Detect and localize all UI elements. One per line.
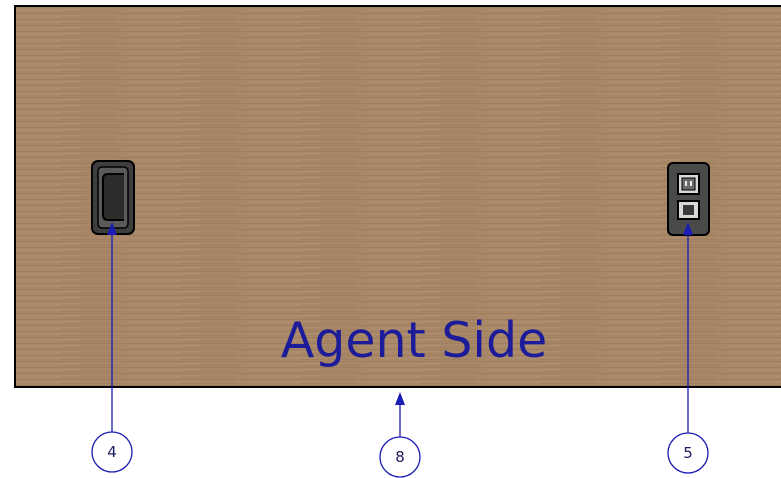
cable-grommet — [91, 160, 135, 235]
callout-4: 4 — [91, 222, 133, 473]
callout-4-number: 4 — [107, 443, 117, 461]
callout-5-number: 5 — [683, 444, 693, 462]
callout-5: 5 — [667, 222, 709, 474]
power-outlet — [667, 162, 710, 236]
panel-label: Agent Side — [281, 312, 548, 369]
callout-8-number: 8 — [395, 448, 405, 466]
callout-8: 8 — [379, 392, 421, 478]
desk-panel — [14, 5, 781, 388]
